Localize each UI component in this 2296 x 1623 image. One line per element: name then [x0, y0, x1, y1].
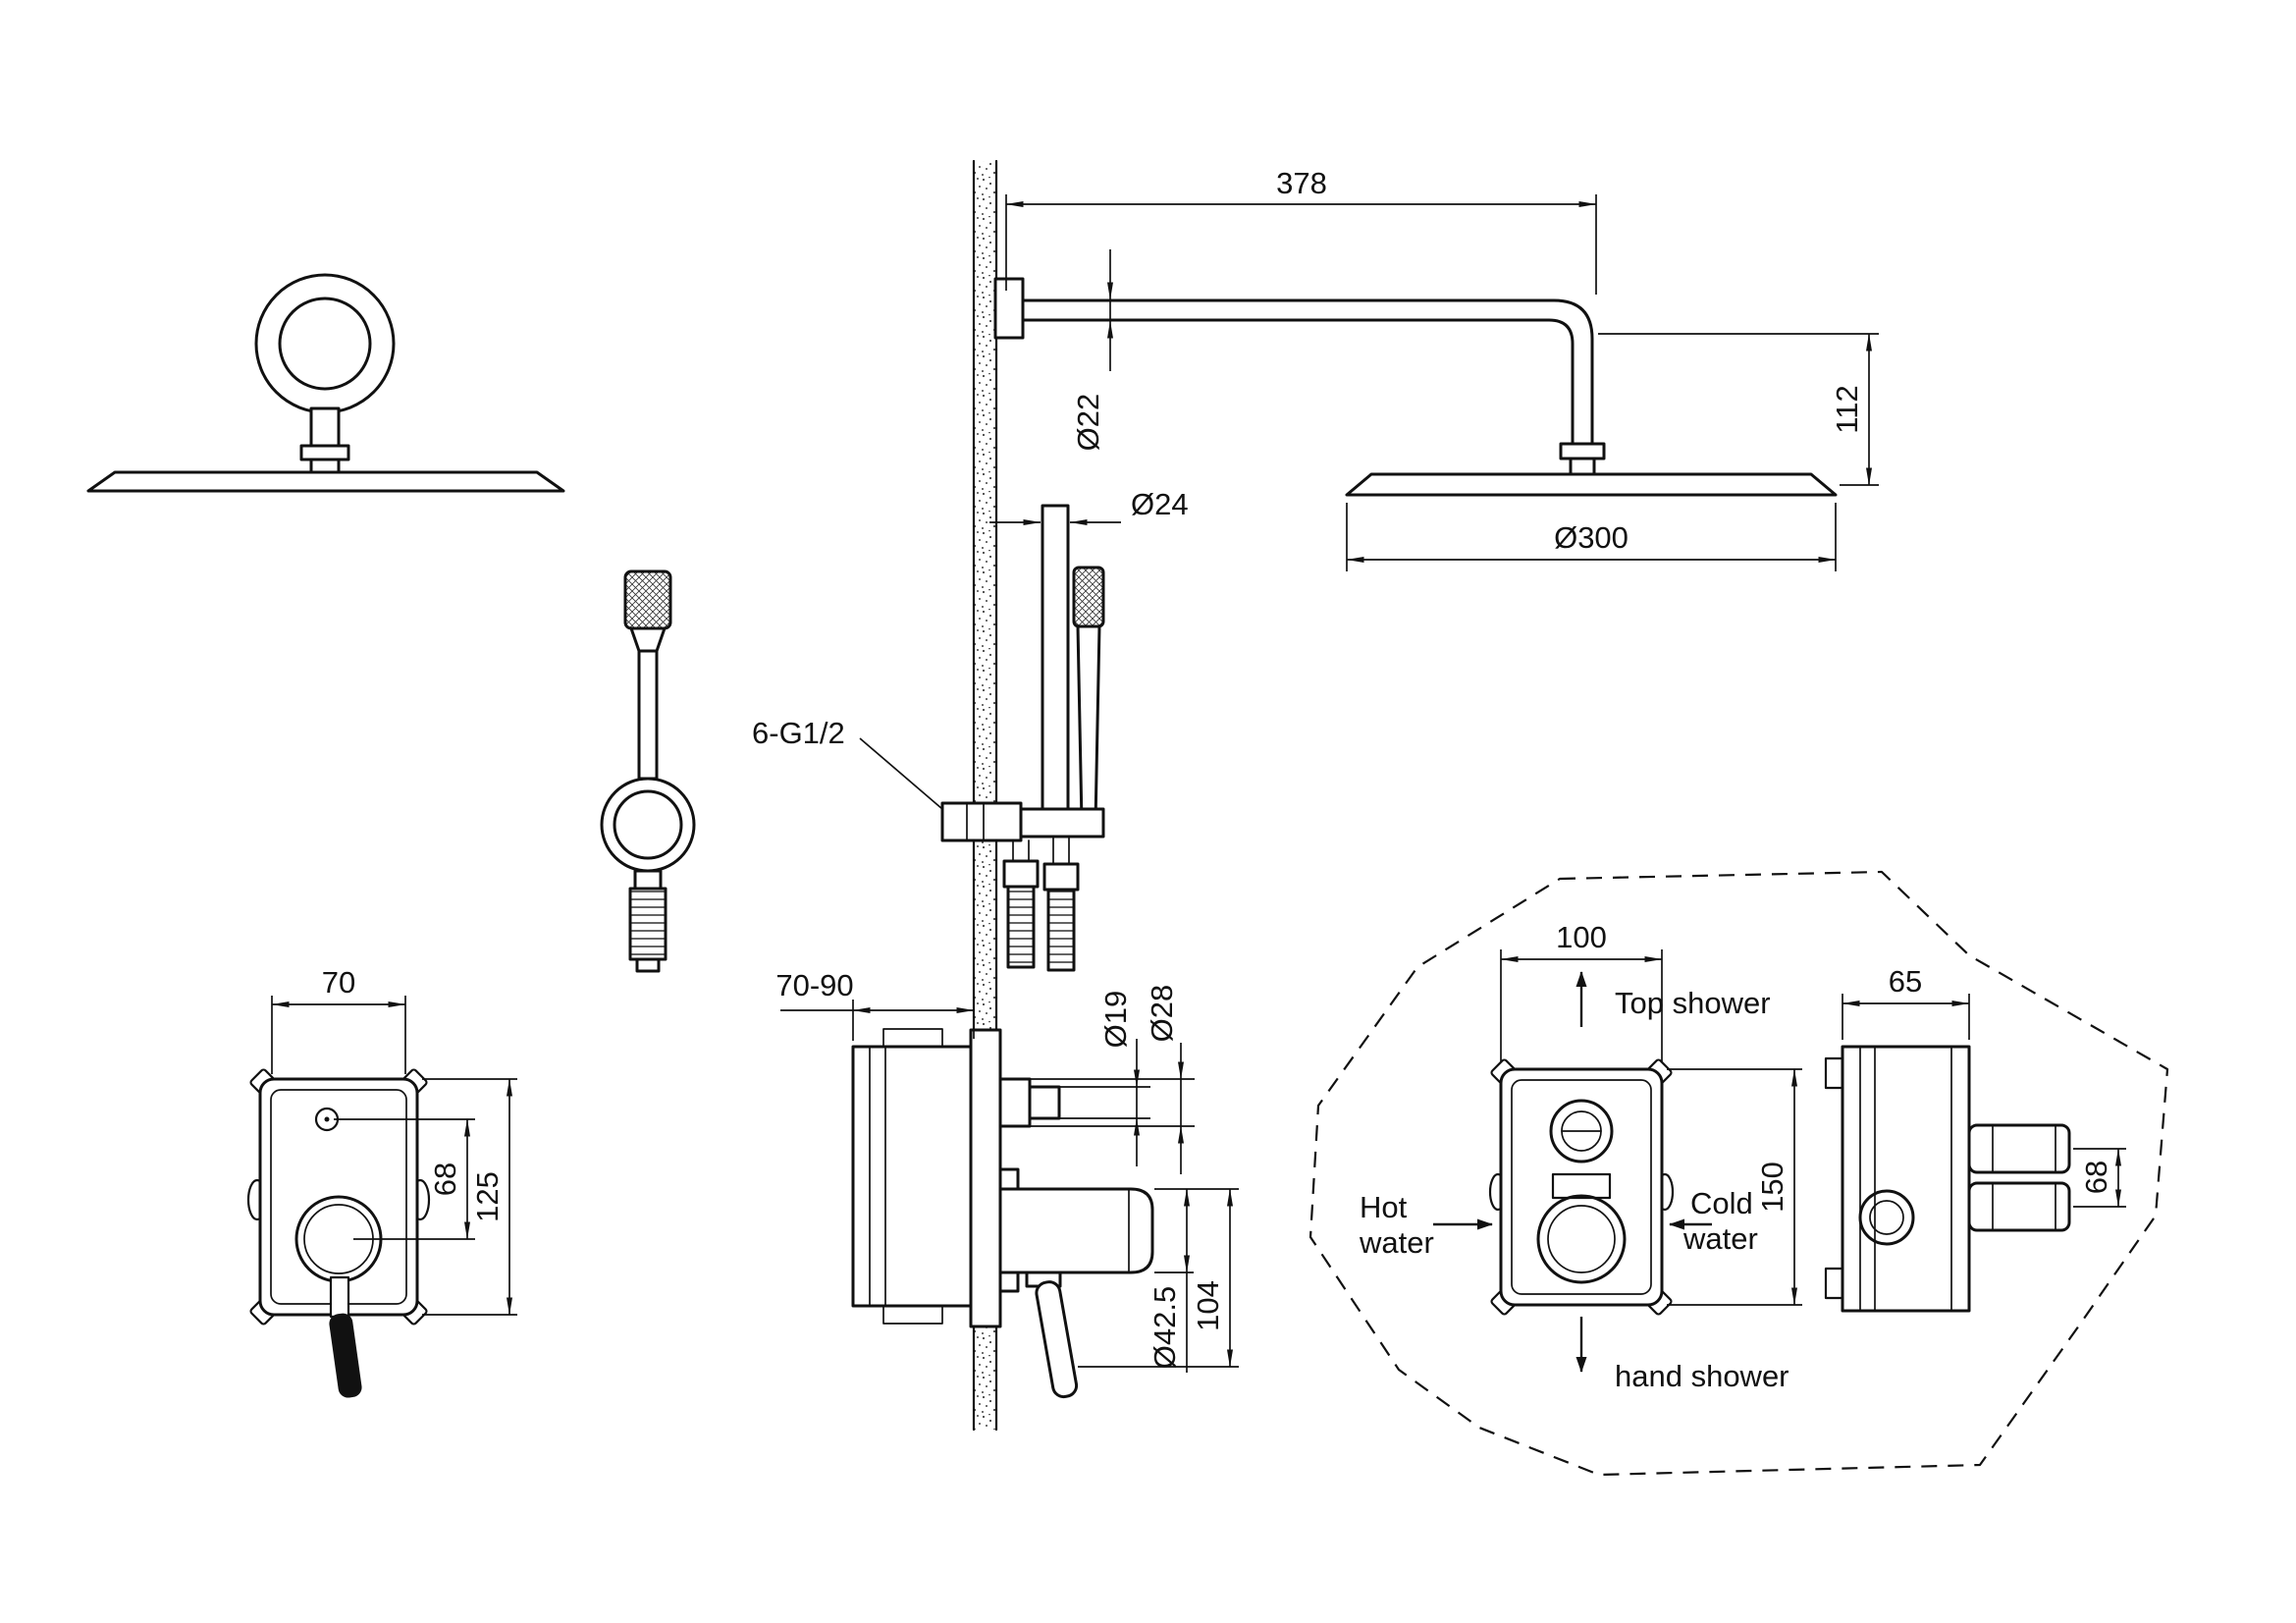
wall-hand-shower [940, 504, 1105, 972]
side-knob-outer [1858, 1189, 1915, 1246]
dimension-lines [271, 194, 2126, 1373]
dim-text-378: 378 [1276, 166, 1327, 200]
label-window [1551, 1172, 1612, 1200]
label-top-shower: Top shower [1615, 986, 1771, 1020]
hose-nut [1042, 862, 1080, 892]
lever-handle [1035, 1280, 1079, 1399]
hose-body [1006, 885, 1036, 969]
lever-neck [329, 1275, 350, 1319]
mixer-wall-plate [969, 1028, 1002, 1328]
dim-text-112: 112 [1830, 385, 1864, 433]
diverter-knob-tip [1028, 1085, 1061, 1120]
mount-tab [1824, 1056, 1845, 1090]
detail-cloud-outline [1308, 870, 2169, 1477]
side-view-rain-shower [993, 277, 1838, 497]
mixer-top-clamp [882, 1028, 943, 1048]
arm-collar [1559, 442, 1606, 460]
box-outer [1499, 1067, 1664, 1307]
dim-text-22: Ø22 [1071, 394, 1105, 452]
box-inner [1511, 1079, 1652, 1295]
port-cylinder [1967, 1181, 2071, 1232]
dim-text-104: 104 [1191, 1280, 1225, 1331]
label-hot-line1: Hot [1360, 1190, 1408, 1224]
side-view-mixer [851, 1028, 1154, 1399]
spray-head [623, 569, 672, 630]
stem-neck [309, 458, 341, 474]
hang-ring-inner [613, 789, 683, 860]
arm-neck [1569, 457, 1596, 476]
diverter-knob-base [998, 1077, 1032, 1128]
dim-text-425: Ø42.5 [1148, 1286, 1182, 1369]
dim-text-19: Ø19 [1098, 991, 1133, 1049]
rough-in-box-front [1488, 1058, 1675, 1316]
label-hot-line2: water [1359, 1225, 1434, 1260]
main-port-outer [1536, 1194, 1627, 1284]
dim-text-100: 100 [1556, 920, 1607, 954]
flow-arrows [1433, 971, 1712, 1373]
stem [309, 406, 341, 448]
dim-text-150: 150 [1755, 1162, 1789, 1213]
wall-flange [993, 277, 1025, 340]
mixer-body [851, 1045, 973, 1308]
arm-ring-inner [278, 297, 372, 391]
slide-rail [1041, 504, 1070, 824]
spout [998, 1187, 1154, 1274]
side-box-outer [1841, 1045, 1971, 1313]
threaded-tail [628, 887, 667, 961]
front-view-rain-shower [86, 273, 565, 493]
label-cold-line1: Cold [1690, 1186, 1753, 1220]
head-plate [86, 470, 565, 493]
ring-connector [633, 869, 663, 891]
screw-center [324, 1116, 330, 1122]
main-port-inner [1547, 1205, 1616, 1273]
wall-bracket [940, 801, 1023, 842]
label-cold-line2: water [1682, 1221, 1758, 1256]
stem-collar [299, 444, 350, 461]
handle [637, 649, 659, 781]
shower-arm [1021, 298, 1594, 446]
label-thread: 6-G1/2 [752, 716, 845, 750]
hose-body [1046, 888, 1076, 972]
dim-text-65: 65 [1889, 964, 1922, 999]
dim-text-300: Ø300 [1554, 520, 1629, 555]
leader-line [859, 737, 943, 810]
tail-tip [635, 957, 661, 973]
mount-tab [1824, 1267, 1845, 1300]
wand-handle [1076, 624, 1101, 825]
dim-text-70: 70 [322, 965, 355, 1000]
dimension-texts: 378 112 Ø22 Ø300 Ø24 6-G1/2 70-90 Ø19 Ø2… [322, 166, 2113, 1393]
dim-text-28: Ø28 [1145, 985, 1179, 1043]
arm-ring-outer [254, 273, 396, 414]
rail-clamp [1019, 807, 1105, 839]
side-knob-inner [1869, 1200, 1904, 1235]
dim-text-24: Ø24 [1131, 487, 1189, 521]
label-hand-shower: hand shower [1615, 1359, 1789, 1393]
front-view-mixer [246, 1068, 431, 1398]
wand-spray-head [1072, 566, 1105, 628]
top-port-outer [1549, 1099, 1614, 1163]
lever-grip [329, 1313, 362, 1398]
mixer-bottom-clamp [882, 1305, 943, 1325]
dim-text-7090: 70-90 [775, 968, 853, 1002]
dim-text-125: 125 [470, 1171, 505, 1222]
head-taper [629, 626, 667, 653]
dim-text-68: 68 [428, 1163, 462, 1196]
head-plate-side [1345, 472, 1838, 497]
hose-nut [1002, 859, 1040, 889]
port-cylinder [1967, 1123, 2071, 1174]
dim-text-68b: 68 [2079, 1161, 2113, 1194]
installation-detail [1308, 870, 2169, 1477]
rough-in-box-side [1824, 1045, 2071, 1313]
hand-shower-detail [600, 569, 696, 973]
